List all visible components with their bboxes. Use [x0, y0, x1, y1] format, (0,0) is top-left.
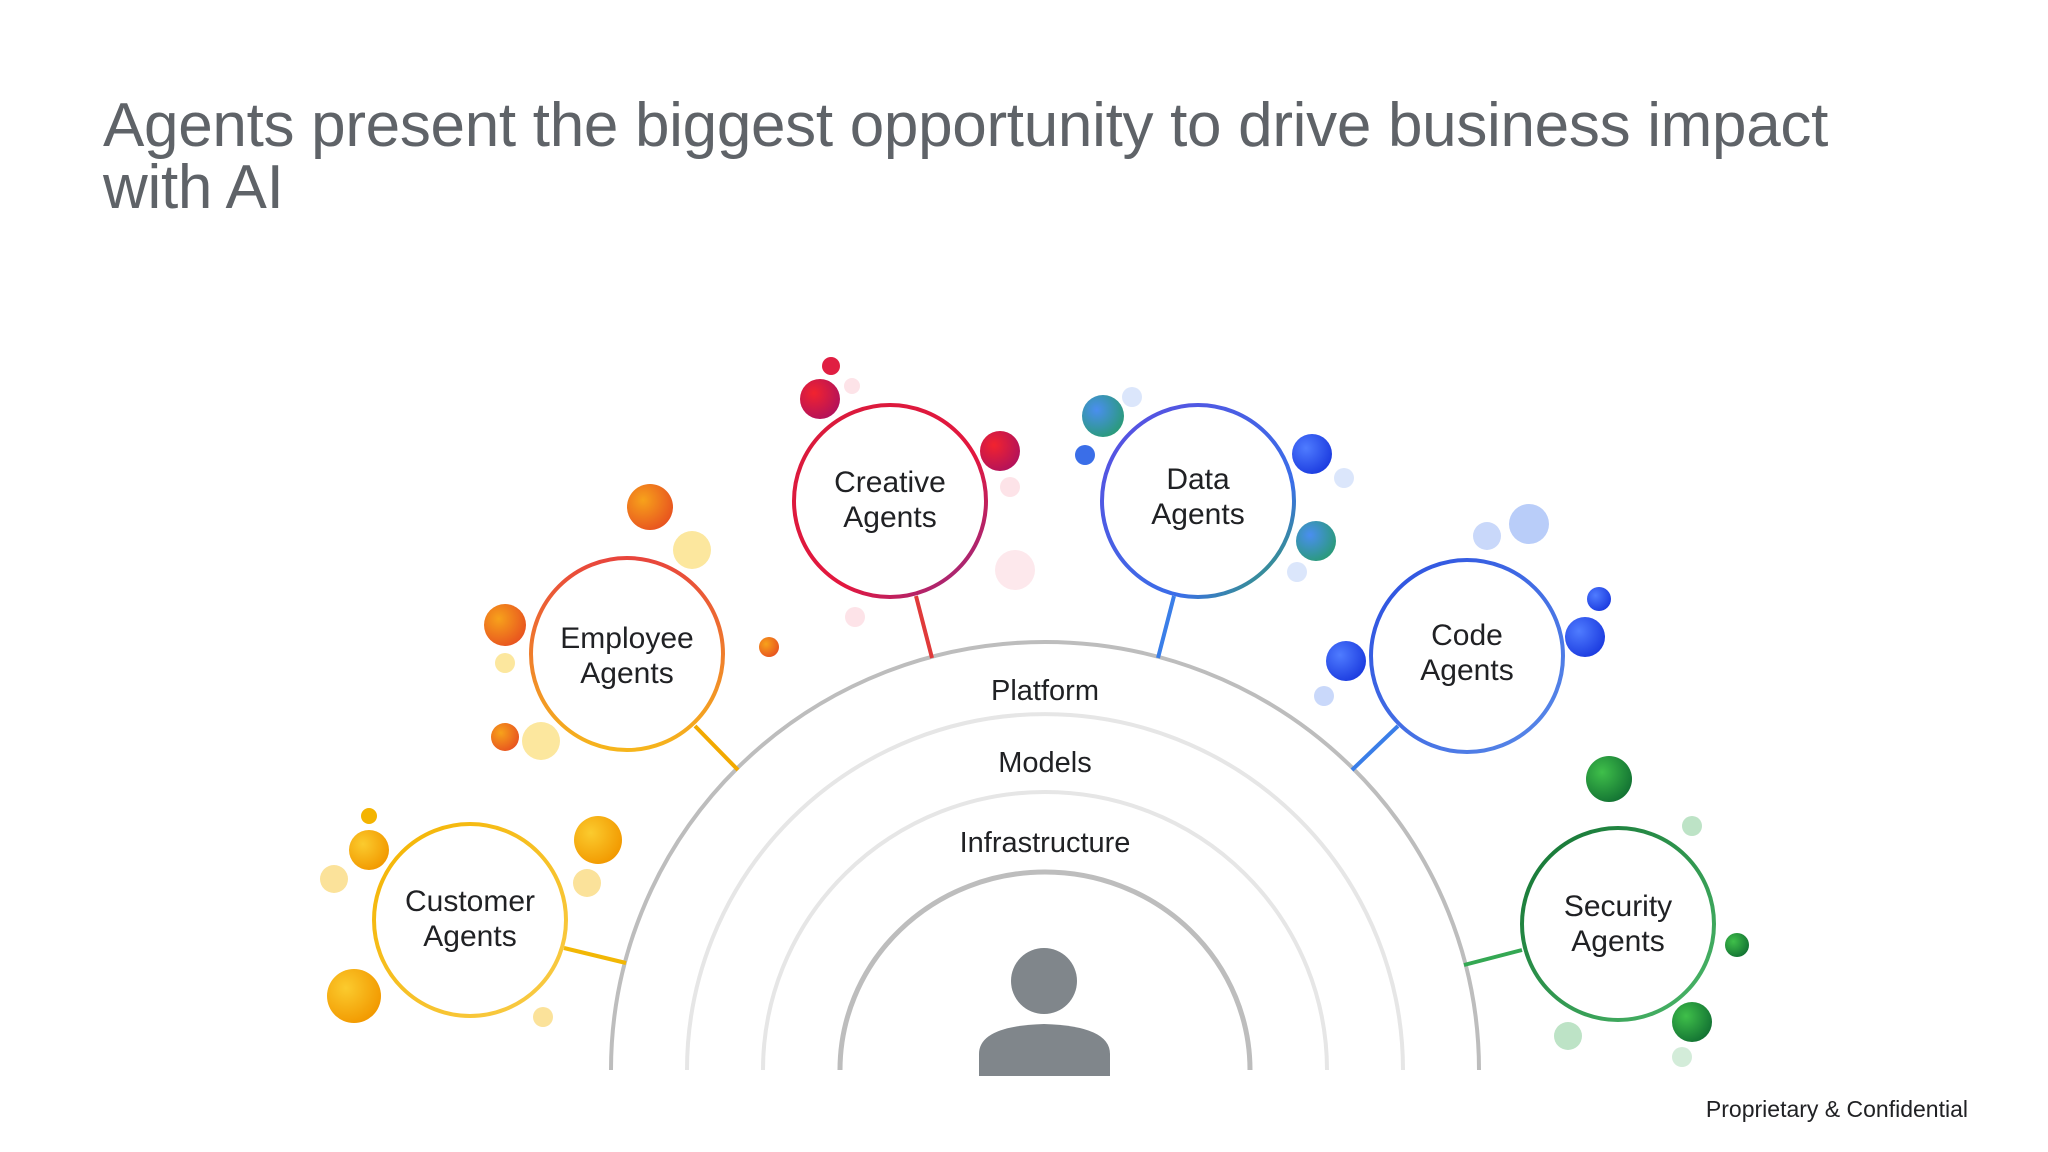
agent-customer[interactable]: Customer Agents [372, 822, 568, 1018]
layer-arcs [609, 640, 1481, 1071]
agent-security[interactable]: Security Agents [1520, 826, 1716, 1022]
layer-label-infrastructure: Infrastructure [960, 827, 1131, 859]
agent-data[interactable]: Data Agents [1100, 403, 1296, 599]
connector-lines [563, 595, 1523, 967]
code-agents-label-2: Agents [1420, 654, 1513, 687]
platform-arc [609, 640, 1481, 1071]
layer-label-models: Models [998, 747, 1092, 779]
code-agents-label: Code [1431, 619, 1503, 652]
customer-agents-label: Customer [405, 885, 535, 918]
customer-connector [563, 946, 627, 965]
models-arc [685, 712, 1405, 1071]
person-icon [979, 948, 1110, 1076]
data-agents-label-2: Agents [1151, 498, 1244, 531]
layer-label-platform: Platform [991, 675, 1099, 707]
employee-agents-label-2: Agents [580, 657, 673, 690]
employee-agents-label: Employee [560, 622, 693, 655]
infrastructure-arc [761, 790, 1329, 1071]
security-connector [1463, 948, 1523, 967]
creative-agents-label-2: Agents [843, 501, 936, 534]
agent-code[interactable]: Code Agents [1369, 558, 1565, 754]
data-agents-label: Data [1166, 463, 1230, 496]
security-agents-label-2: Agents [1571, 925, 1664, 958]
data-connector [1156, 595, 1176, 659]
creative-connector [914, 595, 934, 659]
agent-creative[interactable]: Creative Agents [792, 403, 988, 599]
decorative-bubbles [320, 357, 1749, 1067]
code-connector [1350, 724, 1400, 772]
confidential-footer: Proprietary & Confidential [1705, 1096, 1968, 1122]
security-agents-label: Security [1564, 890, 1672, 923]
creative-agents-label: Creative [834, 466, 946, 499]
slide-title: Agents present the biggest opportunity t… [103, 91, 1829, 222]
inner-arc [837, 869, 1253, 1071]
employee-connector [693, 724, 740, 772]
agent-employee[interactable]: Employee Agents [529, 556, 725, 752]
customer-agents-label-2: Agents [423, 920, 516, 953]
